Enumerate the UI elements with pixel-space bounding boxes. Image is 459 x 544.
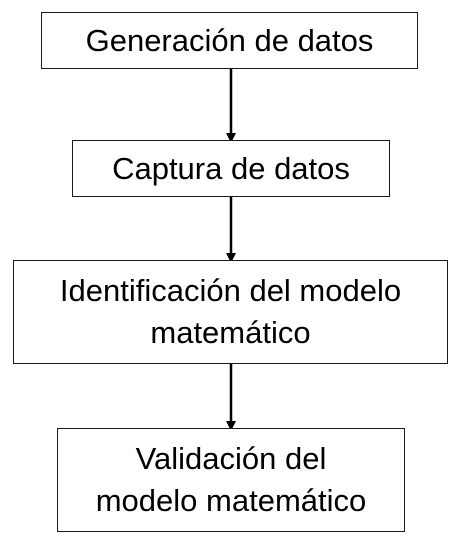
step-label-line-1: Identificación del modelo (59, 273, 402, 308)
step-label: Captura de datos (112, 150, 350, 186)
step-label-line-2: matemático (150, 315, 311, 350)
step-label-line-1: Validación del (135, 441, 327, 476)
step-label: Generación de datos (85, 22, 374, 58)
step-box-generacion-de-datos: Generación de datos (41, 12, 418, 69)
step-label-line-2: modelo matemático (95, 483, 367, 518)
step-box-identificacion-del-modelo: Identificación del modelo matemático (13, 260, 448, 364)
step-box-captura-de-datos: Captura de datos (72, 140, 390, 197)
step-box-validacion-del-modelo: Validación del modelo matemático (57, 428, 405, 532)
